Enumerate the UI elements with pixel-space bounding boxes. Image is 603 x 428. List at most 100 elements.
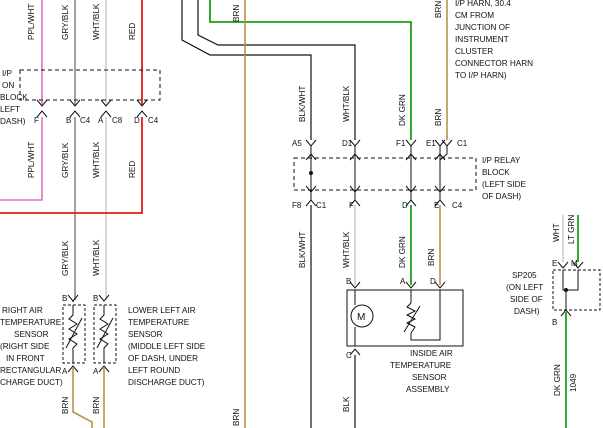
label-brn-center-bottom: BRN [232, 409, 241, 426]
right-sensor-label-4: (RIGHT SIDE [0, 342, 50, 351]
harness-note-7: TO I/P HARN) [455, 71, 507, 80]
relay-pin-c4: C4 [452, 201, 463, 210]
pin-c4: C4 [80, 116, 91, 125]
center-wires [181, 0, 448, 428]
ip-connector-label-2: ON [2, 81, 14, 90]
harness-note-3: JUNCTION OF [455, 23, 510, 32]
assembly-pin-b: B [346, 277, 351, 286]
motor-icon [350, 304, 374, 328]
relay-pin-a5: A5 [292, 139, 302, 148]
label-brn-bot-1: BRN [61, 397, 70, 414]
left-sensor-label-3: SENSOR [128, 330, 163, 339]
harness-note-4: INSTRUMENT [455, 35, 509, 44]
relay-pin-e1: E1 [426, 139, 436, 148]
relay-pin-f8: F8 [292, 201, 302, 210]
ip-connector-label-5: DASH) [0, 117, 26, 126]
relay-label-1: I/P RELAY [482, 156, 521, 165]
splice-internal [562, 270, 579, 310]
label-lt-grn-right: LT GRN [567, 215, 576, 244]
harness-note-1: I/P HARN, 30.4 [455, 0, 511, 8]
wire-brn-sensor-1 [72, 368, 93, 428]
splice-sp205: WHT LT GRN E M B SP205 (ON LEFT SIDE OF … [506, 215, 601, 396]
center-wire-labels: BRN BRN BLK/WHT WHT/BLK DK GRN BRN BRN B… [232, 1, 443, 426]
assembly-pin-d: D [430, 277, 436, 286]
right-sensor-label-1: RIGHT AIR [2, 306, 43, 315]
pin-b: B [66, 116, 71, 125]
relay-pin-c1: C1 [457, 139, 468, 148]
ip-relay-block: A5 D1 F1 E1 C1 F8 C1 F D E C4 I/P RELAY … [292, 139, 527, 210]
harness-note: I/P HARN, 30.4 CM FROM JUNCTION OF INSTR… [455, 0, 533, 80]
wire-black-top-1 [181, 0, 312, 140]
pin-c4-b: C4 [148, 116, 159, 125]
left-sensor-label-5: OF DASH, UNDER [128, 354, 198, 363]
label-red-top: RED [128, 23, 137, 40]
label-wht-right: WHT [552, 223, 561, 242]
right-sensor-label-7: CHARGE DUCT) [0, 378, 63, 387]
label-blk-wht-upper: BLK/WHT [298, 86, 307, 122]
right-sensor-label-5: IN FRONT [6, 354, 45, 363]
label-blk-wht-lower: BLK/WHT [298, 232, 307, 268]
label-wht-blk-upper: WHT/BLK [342, 85, 351, 122]
right-sensor-label-6: RECTANGULAR [0, 366, 61, 375]
label-brn-top-center: BRN [232, 5, 241, 22]
ip-connector-label-3: BLOCK [0, 93, 28, 102]
label-circuit-1049: 1049 [569, 373, 578, 392]
assembly-pin-a: A [400, 277, 406, 286]
splice-label-3: SIDE OF [510, 295, 543, 304]
label-brn-lower: BRN [427, 249, 436, 266]
right-sensor-label-2: TEMPERATURE [0, 318, 62, 327]
harness-note-2: CM FROM [455, 11, 494, 20]
harness-note-5: CLUSTER [455, 47, 493, 56]
left-sensor-label-2: TEMPERATURE [128, 318, 190, 327]
pin-f: F [34, 116, 39, 125]
relay-terminals [305, 139, 453, 207]
ip-connector-label-4: LEFT [0, 105, 20, 114]
inside-sensor-label-1: INSIDE AIR [410, 349, 453, 358]
relay-pin-c1-b: C1 [316, 201, 327, 210]
pin-c8: C8 [112, 116, 123, 125]
left-sensor-label-7: DISCHARGE DUCT) [128, 378, 205, 387]
inside-sensor-label-2: TEMPERATURE [390, 361, 452, 370]
label-gry-blk-top: GRY/BLK [61, 4, 70, 40]
ip-connector-left: I/P ON BLOCK LEFT DASH) F B C4 A C8 D C4 [0, 69, 161, 126]
left-sensor-label-1: LOWER LEFT AIR [128, 306, 196, 315]
label-dk-grn-upper: DK GRN [398, 94, 407, 126]
wire-red [0, 0, 143, 214]
label-wht-blk-lower: WHT/BLK [342, 231, 351, 268]
splice-label-2: (ON LEFT [506, 283, 543, 292]
right-air-sensor-box [62, 304, 86, 364]
relay-pin-e: E [434, 201, 439, 210]
relay-pin-f: F [349, 201, 354, 210]
relay-label-4: OF DASH) [482, 192, 521, 201]
assembly-box [346, 289, 464, 347]
left-wires [0, 0, 143, 428]
label-brn-bot-2: BRN [92, 397, 101, 414]
label-dk-grn-lower: DK GRN [398, 236, 407, 268]
left-sensor-label-6: LEFT ROUND [128, 366, 180, 375]
relay-pin-f1: F1 [396, 139, 406, 148]
assembly-pin-c: C [346, 351, 352, 360]
relay-pin-d: D [402, 201, 408, 210]
assembly-terminals [349, 281, 446, 356]
thermistor-icon [65, 305, 114, 363]
sensor-terminals-top [67, 294, 110, 373]
left-wire-labels: PPL/WHT GRY/BLK WHT/BLK RED PPL/WHT GRY/… [27, 3, 137, 414]
left-air-sensor-box [93, 304, 117, 364]
label-gry-blk-low: GRY/BLK [61, 240, 70, 276]
label-wht-blk-mid: WHT/BLK [92, 141, 101, 178]
assembly-internal-wiring [354, 290, 441, 346]
relay-internal-bus [310, 146, 448, 200]
wire-green-top [209, 0, 412, 140]
harness-note-6: CONNECTOR HARN [455, 59, 533, 68]
inside-air-sensor-assembly: B A D C M INSIDE AIR TEMPERATURE SENSOR … [346, 277, 464, 394]
inside-sensor-label-4: ASSEMBLY [406, 385, 450, 394]
relay-label-3: (LEFT SIDE [482, 180, 527, 189]
label-ppl-wht-top: PPL/WHT [27, 4, 36, 40]
relay-junction-dot [309, 171, 313, 175]
splice-box [552, 269, 601, 311]
ip-connector-label-1: I/P [2, 69, 13, 78]
left-sensor-label-4: (MIDDLE LEFT SIDE [128, 342, 206, 351]
splice-pin-e: E [552, 259, 557, 268]
sensor-left-pin-a: A [93, 367, 99, 376]
relay-label-2: BLOCK [482, 168, 510, 177]
